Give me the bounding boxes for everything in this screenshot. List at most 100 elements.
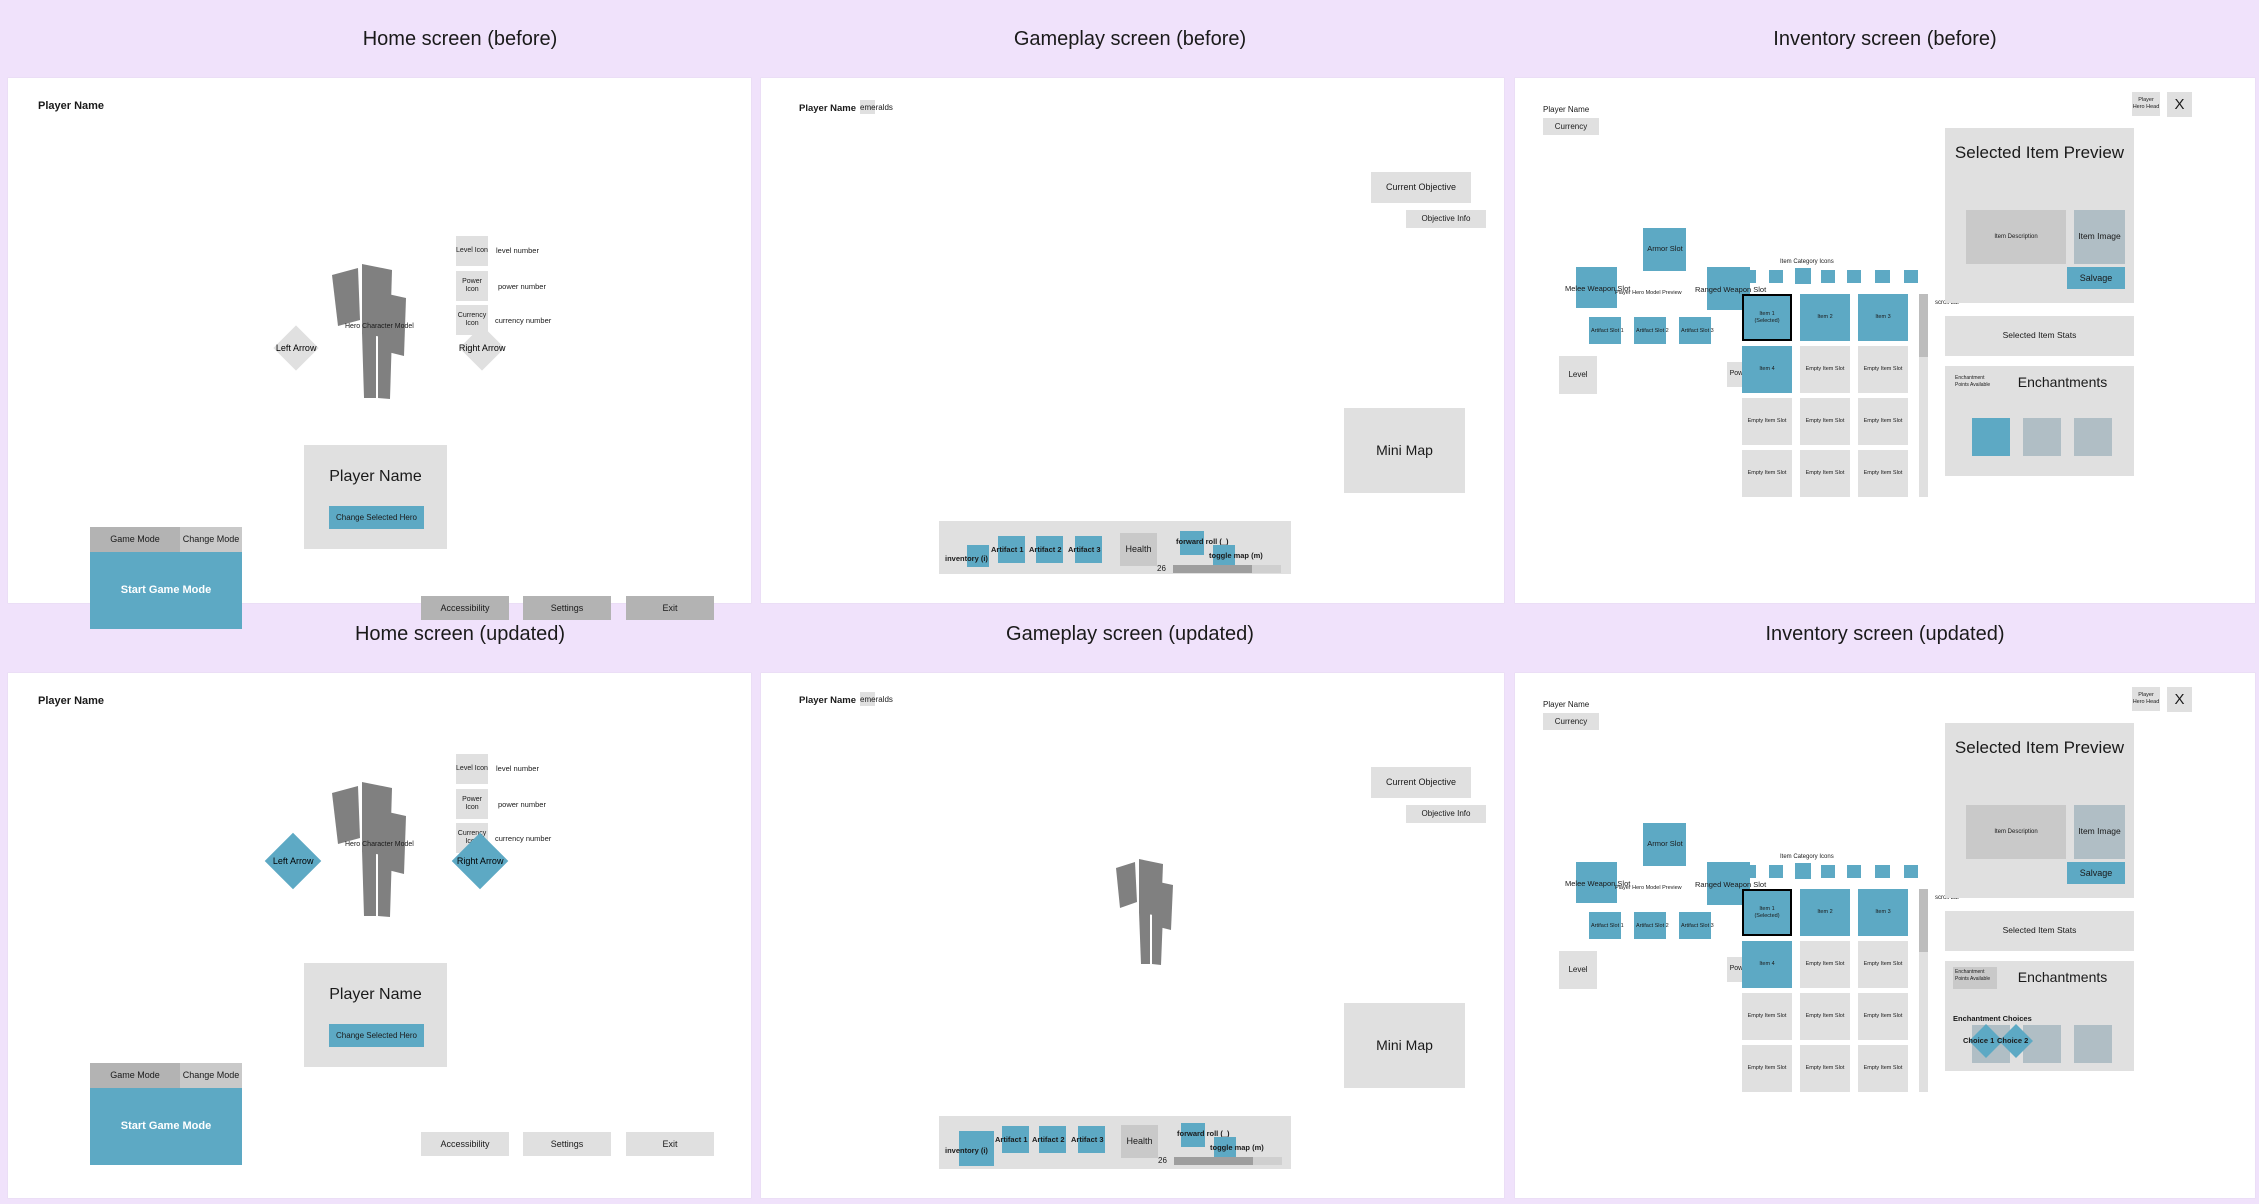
item-slot[interactable]: Item 2: [1800, 294, 1850, 341]
item-category-icon[interactable]: [1769, 865, 1783, 878]
item-slot[interactable]: Empty Item Slot: [1800, 450, 1850, 497]
game-mode-tab[interactable]: Game Mode: [90, 1063, 180, 1088]
item-slot[interactable]: Item 4: [1742, 941, 1792, 988]
artifact-slot-2[interactable]: [1036, 536, 1063, 563]
item-category-icon[interactable]: [1795, 268, 1811, 284]
item-slot[interactable]: Empty Item Slot: [1858, 346, 1908, 393]
artifact-slot-3[interactable]: [1679, 912, 1711, 939]
artifact-slot-3[interactable]: [1679, 317, 1711, 344]
item-slot[interactable]: Item 3: [1858, 889, 1908, 936]
settings-button[interactable]: Settings: [523, 1132, 611, 1156]
item-slot[interactable]: Empty Item Slot: [1858, 941, 1908, 988]
item-category-icon[interactable]: [1875, 270, 1890, 283]
mini-map[interactable]: Mini Map: [1344, 408, 1465, 493]
current-objective-panel[interactable]: Current Objective: [1371, 767, 1471, 798]
inventory-scrollbar-thumb[interactable]: [1919, 294, 1928, 357]
close-button[interactable]: X: [2167, 687, 2192, 712]
item-slot[interactable]: Empty Item Slot: [1800, 993, 1850, 1040]
enchantment-slot-3[interactable]: [2074, 1025, 2112, 1063]
toggle-map-slot[interactable]: [1213, 545, 1235, 567]
artifact-slot-1[interactable]: [998, 536, 1025, 563]
artifact-slot-3[interactable]: [1078, 1126, 1105, 1153]
item-category-icon[interactable]: [1821, 865, 1835, 878]
change-selected-hero-button[interactable]: Change Selected Hero: [329, 1024, 424, 1047]
artifact-slot-2[interactable]: [1634, 317, 1666, 344]
player-name-header: Player Name: [1543, 700, 1590, 709]
artifact-slot-2[interactable]: [1634, 912, 1666, 939]
item-slot[interactable]: Empty Item Slot: [1742, 398, 1792, 445]
objective-info-panel[interactable]: Objective Info: [1406, 210, 1486, 228]
item-slot[interactable]: Empty Item Slot: [1800, 398, 1850, 445]
forward-roll-slot[interactable]: [1180, 531, 1204, 555]
change-selected-hero-button[interactable]: Change Selected Hero: [329, 506, 424, 529]
artifact-slot-1[interactable]: [1002, 1126, 1029, 1153]
tab-game-mode[interactable]: Game Mode: [90, 527, 180, 552]
currency-button[interactable]: Currency: [1543, 118, 1599, 135]
item-slot[interactable]: Empty Item Slot: [1800, 1045, 1850, 1092]
item-category-icon[interactable]: [1742, 270, 1756, 283]
tab-change-mode[interactable]: Change Mode: [180, 527, 242, 552]
objective-info-panel[interactable]: Objective Info: [1406, 805, 1486, 823]
inventory-scrollbar-track[interactable]: [1919, 294, 1928, 497]
item-category-icon[interactable]: [1795, 863, 1811, 879]
item-slot[interactable]: Empty Item Slot: [1800, 346, 1850, 393]
start-game-mode-button[interactable]: Start Game Mode: [90, 552, 242, 629]
item-category-icon[interactable]: [1847, 865, 1861, 878]
item-slot[interactable]: Item 4: [1742, 346, 1792, 393]
inventory-slot[interactable]: [959, 1131, 994, 1166]
left-arrow-icon[interactable]: Left Arrow: [273, 325, 319, 371]
item-slot[interactable]: Empty Item Slot: [1858, 398, 1908, 445]
salvage-button[interactable]: Salvage: [2067, 267, 2125, 289]
settings-button[interactable]: Settings: [523, 596, 611, 620]
artifact-slot-1[interactable]: [1589, 912, 1621, 939]
toggle-map-slot[interactable]: [1214, 1137, 1236, 1159]
item-slot[interactable]: Empty Item Slot: [1742, 993, 1792, 1040]
accessibility-button[interactable]: Accessibility: [421, 1132, 509, 1156]
accessibility-button[interactable]: Accessibility: [421, 596, 509, 620]
item-category-icon[interactable]: [1904, 865, 1918, 878]
item-slot[interactable]: Empty Item Slot: [1742, 1045, 1792, 1092]
mini-map[interactable]: Mini Map: [1344, 1003, 1465, 1088]
scroll-bar-label: scroll bar: [1935, 300, 1960, 306]
start-game-mode-button[interactable]: Start Game Mode: [90, 1088, 242, 1165]
enchantment-slot-2[interactable]: [2023, 418, 2061, 456]
item-slot[interactable]: Item 1 (Selected): [1742, 889, 1792, 936]
melee-weapon-slot[interactable]: [1576, 862, 1617, 903]
artifact-slot-1[interactable]: [1589, 317, 1621, 344]
currency-button[interactable]: Currency: [1543, 713, 1599, 730]
melee-weapon-slot[interactable]: [1576, 267, 1617, 308]
item-category-icon[interactable]: [1742, 865, 1756, 878]
power-icon: Power Icon: [456, 789, 488, 819]
item-category-icon[interactable]: [1847, 270, 1861, 283]
left-arrow-icon[interactable]: Left Arrow: [264, 832, 322, 890]
inventory-slot[interactable]: [967, 545, 989, 567]
salvage-button[interactable]: Salvage: [2067, 862, 2125, 884]
item-slot[interactable]: Empty Item Slot: [1742, 450, 1792, 497]
item-category-icon[interactable]: [1769, 270, 1783, 283]
item-slot[interactable]: Empty Item Slot: [1858, 450, 1908, 497]
item-slot[interactable]: Empty Item Slot: [1858, 1045, 1908, 1092]
current-objective-panel[interactable]: Current Objective: [1371, 172, 1471, 203]
exit-button[interactable]: Exit: [626, 596, 714, 620]
item-slot[interactable]: Item 3: [1858, 294, 1908, 341]
forward-roll-slot[interactable]: [1181, 1123, 1205, 1147]
change-mode-tab[interactable]: Change Mode: [180, 1063, 242, 1088]
artifact-slot-3[interactable]: [1075, 536, 1102, 563]
item-slot[interactable]: Empty Item Slot: [1858, 993, 1908, 1040]
item-category-icon[interactable]: [1821, 270, 1835, 283]
item-slot[interactable]: Item 1 (Selected): [1742, 294, 1792, 341]
artifact-slot-2[interactable]: [1039, 1126, 1066, 1153]
close-button[interactable]: X: [2167, 92, 2192, 117]
item-slot[interactable]: Empty Item Slot: [1800, 941, 1850, 988]
choice-1-label: Choice 1: [1963, 1036, 1995, 1045]
inventory-scrollbar-thumb[interactable]: [1919, 889, 1928, 952]
enchantment-slot-3[interactable]: [2074, 418, 2112, 456]
inventory-scrollbar-track[interactable]: [1919, 889, 1928, 1092]
exit-button[interactable]: Exit: [626, 1132, 714, 1156]
armor-slot-box[interactable]: [1643, 228, 1686, 271]
armor-slot-box[interactable]: [1643, 823, 1686, 866]
item-category-icon[interactable]: [1904, 270, 1918, 283]
enchantment-slot-1[interactable]: [1972, 418, 2010, 456]
item-slot[interactable]: Item 2: [1800, 889, 1850, 936]
item-category-icon[interactable]: [1875, 865, 1890, 878]
